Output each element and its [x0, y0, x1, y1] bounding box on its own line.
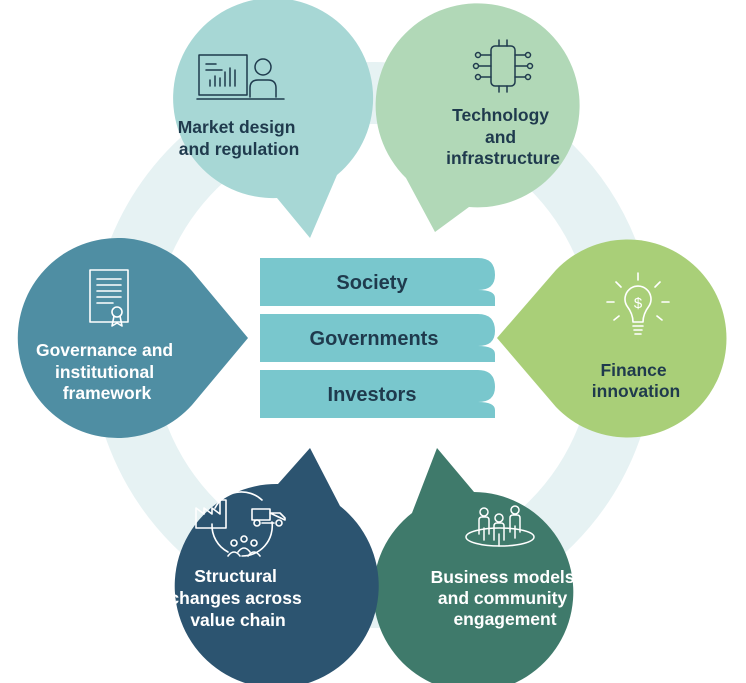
- technology-label-line-3: infrastructure: [446, 148, 560, 168]
- svg-text:Business models and comm: Business models and community engagement: [431, 567, 580, 629]
- finance-label-line-2: innovation: [592, 381, 680, 401]
- business-label-line-3: engagement: [453, 609, 556, 629]
- petal-business-shape: [373, 448, 574, 683]
- petal-business-models: Business models and community engagement: [373, 448, 580, 683]
- svg-text:Technology and inf: Technology and infrastructure: [446, 105, 560, 168]
- petal-technology-shape: [375, 3, 580, 232]
- governance-label-line-3: framework: [63, 383, 152, 403]
- technology-label-line-1: Technology: [452, 105, 549, 125]
- governance-label-line-2: institutional: [55, 362, 154, 382]
- petal-structural-changes: Structural changes across value chain: [169, 448, 379, 683]
- market-label-line-2: and regulation: [179, 139, 300, 159]
- business-label-line-1: Business models: [431, 567, 575, 587]
- center-label-investors: Investors: [328, 384, 417, 406]
- petal-technology: Technology and infrastructure: [375, 3, 580, 232]
- structural-label-line-3: value chain: [190, 610, 285, 630]
- business-label-line-2: and community: [438, 588, 568, 608]
- center-bar-society: [260, 258, 495, 306]
- petal-finance-shape: [497, 239, 727, 438]
- governance-label-line-1: Governance and: [36, 340, 173, 360]
- presentation-icon: [196, 54, 285, 100]
- petal-finance: $ Finance innovation: [497, 239, 727, 438]
- center-bar-investors: [260, 370, 495, 418]
- structural-label-line-2: changes across: [169, 588, 302, 608]
- structural-label-line-1: Structural: [194, 566, 277, 586]
- certificate-icon: [89, 269, 129, 327]
- petal-market-design: Market design and regulation: [173, 0, 374, 238]
- community-icon: [465, 505, 535, 547]
- petal-governance-shape: [17, 237, 248, 438]
- dollar-sign-glyph: $: [634, 295, 643, 312]
- finance-label-line-1: Finance: [600, 360, 666, 380]
- lightbulb-dollar-icon: [606, 272, 670, 335]
- technology-label-line-2: and: [485, 127, 516, 147]
- center-label-governments: Governments: [310, 328, 439, 350]
- microchip-icon: [472, 39, 534, 93]
- petal-governance: Governance and institutional framework: [17, 237, 248, 438]
- svg-text:Market design and regula: Market design and regulation: [178, 117, 301, 159]
- svg-text:Structural changes acros: Structural changes across value chain: [169, 566, 306, 630]
- center-label-society: Society: [336, 272, 408, 294]
- petal-market-shape: [173, 0, 374, 238]
- value-chain-icon: [195, 491, 286, 557]
- center-bar-governments: [260, 314, 495, 362]
- svg-text:Finance innovation: Finance innovation: [592, 360, 680, 401]
- market-label-line-1: Market design: [178, 117, 296, 137]
- svg-text:Governance and instituti: Governance and institutional framework: [36, 340, 178, 403]
- center-stack: Society Governments Investors: [260, 258, 495, 418]
